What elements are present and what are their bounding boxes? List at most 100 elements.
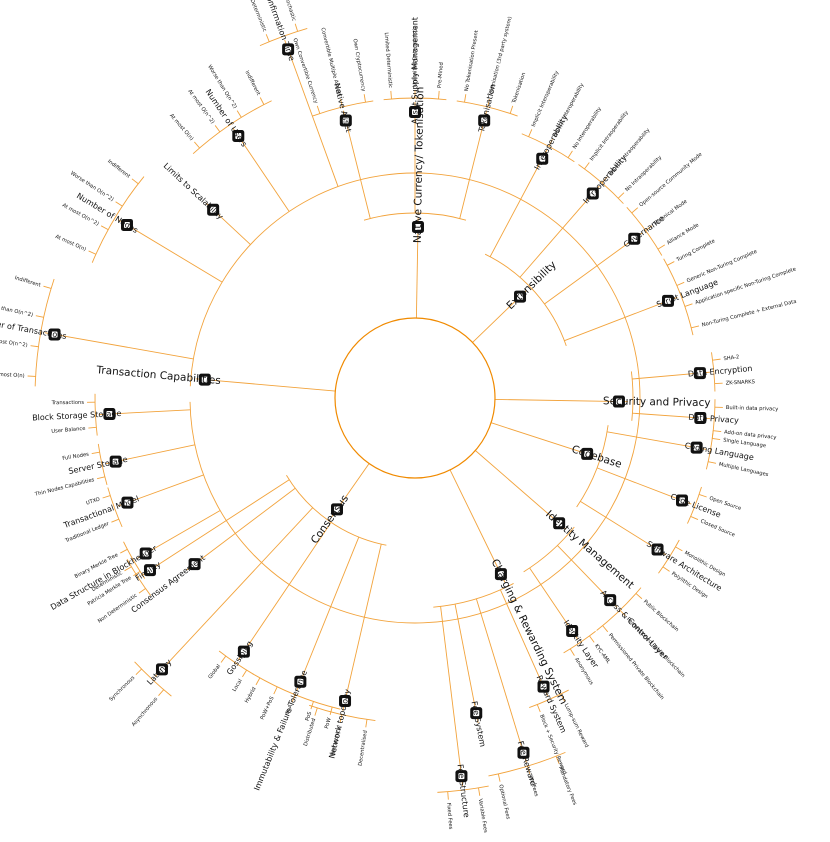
grid-icon [455,770,468,783]
leaf-line [214,125,221,133]
leaf-label: Unlimited Deterministic [413,26,419,87]
leaf-line [589,635,595,643]
leaf-label: SHA-2 [723,354,739,362]
leaf-line [265,34,270,42]
category-label: Extensibility [504,259,559,312]
subcategory-arc [94,393,98,436]
branch-line [500,589,549,696]
time-icon [282,43,295,56]
branch-line [606,431,707,450]
subcategory-arc [34,278,55,387]
currency-icon [411,221,424,234]
category-arc [630,371,634,421]
leaf-label: No Tokenisation Present [464,30,480,92]
leaf-line [690,516,699,520]
leaf-line [527,766,531,774]
subcategory-arc [658,539,680,574]
leaf-line [691,325,700,329]
leaf-line [96,476,105,480]
leaf-label: Open-source Community Mode [638,152,703,209]
category-label: Security and Privacy [603,395,711,409]
leaf-line [310,701,314,710]
gear-icon [537,680,550,693]
leaf-line [617,192,625,199]
leaf-line [138,588,146,594]
leaf-label: Indifferent [243,70,261,97]
leaf-line [631,207,639,214]
leaf-line [560,693,565,702]
subcategory-arc [252,673,341,710]
leaf-label: Add-on data privacy [724,429,777,441]
building-icon [628,232,641,245]
leaf-label: Synchronous [108,675,136,703]
leaf-line [601,176,608,184]
leaf-line [675,546,683,552]
leaf-label: Variable Fees [477,798,489,833]
chat-icon [237,645,250,658]
subcategory-arc [456,100,518,117]
category-label: Consensus [309,493,351,546]
subcategory-label: Data Privacy [688,413,739,426]
leaf-line [91,451,100,454]
leaf-line [194,141,200,149]
leaf-label: At most O(n) [54,234,87,253]
leaf-line [447,791,449,800]
comment-icon [188,558,201,571]
branch-line [544,232,643,305]
person-icon [566,624,579,637]
leaf-line [30,345,39,348]
subcategory-arc [259,27,308,47]
gear-icon [409,106,421,118]
branch-line [459,110,488,219]
branch-line [489,149,548,257]
leaf-line [713,430,722,432]
category-arc [363,212,467,221]
leaf-line [314,707,318,716]
leaf-label: Single Language [723,437,767,449]
spoke-line [494,398,628,403]
leaf-label: Technical Mode [652,199,688,228]
subcategory-arc [123,541,146,579]
leaf-line [363,94,366,103]
subcategory-arc [596,587,642,631]
triangle-icon [155,663,168,676]
subcategory-arc [687,486,702,524]
subcategory-arc [97,443,108,485]
leaf-label: Tokenisation [511,72,527,105]
category-arc [189,172,641,624]
subcategory-label: Asset Supply Management [411,17,420,124]
branch-line [342,110,371,219]
leaf-line [124,566,132,572]
leaf-label: Decentralised [358,730,369,766]
leaf-line [273,686,278,695]
leaf-line [111,518,119,523]
leaf-line [619,609,626,617]
leaf-label: No Interoperability [572,106,603,150]
browser-icon [581,447,594,460]
branch-line [237,522,332,661]
leaf-line [667,261,675,266]
leaf-label: Generic Non-Turing Complete [686,249,758,285]
leaf-label: Local [232,678,244,693]
users-icon [232,130,245,143]
subcategory-arc [711,352,716,392]
leaf-label: Turing Complete [675,238,716,264]
leaf-label: ZK-SNARKS [726,379,756,386]
branch-line [519,185,600,278]
leaf-line [158,689,165,697]
spoke-line [415,218,419,319]
leaf-line [584,162,590,170]
leaf-line [102,495,111,499]
branch-line [342,544,382,711]
leaf-label: No Fees [527,776,539,798]
subcategory-label: Gossiping [225,639,254,676]
subcategory-label: Immutability & Failure Tolerance [252,669,309,792]
wrench-icon [294,675,307,688]
leaf-label: Non-Turing Complete + External Data [701,299,797,329]
leaf-line [339,714,343,723]
network-icon [514,290,527,303]
spoke-line [449,469,506,583]
leaf-label: Deterministic [249,0,268,33]
leaf-line [536,704,541,713]
leaf-label: Multiple Languages [718,462,769,479]
